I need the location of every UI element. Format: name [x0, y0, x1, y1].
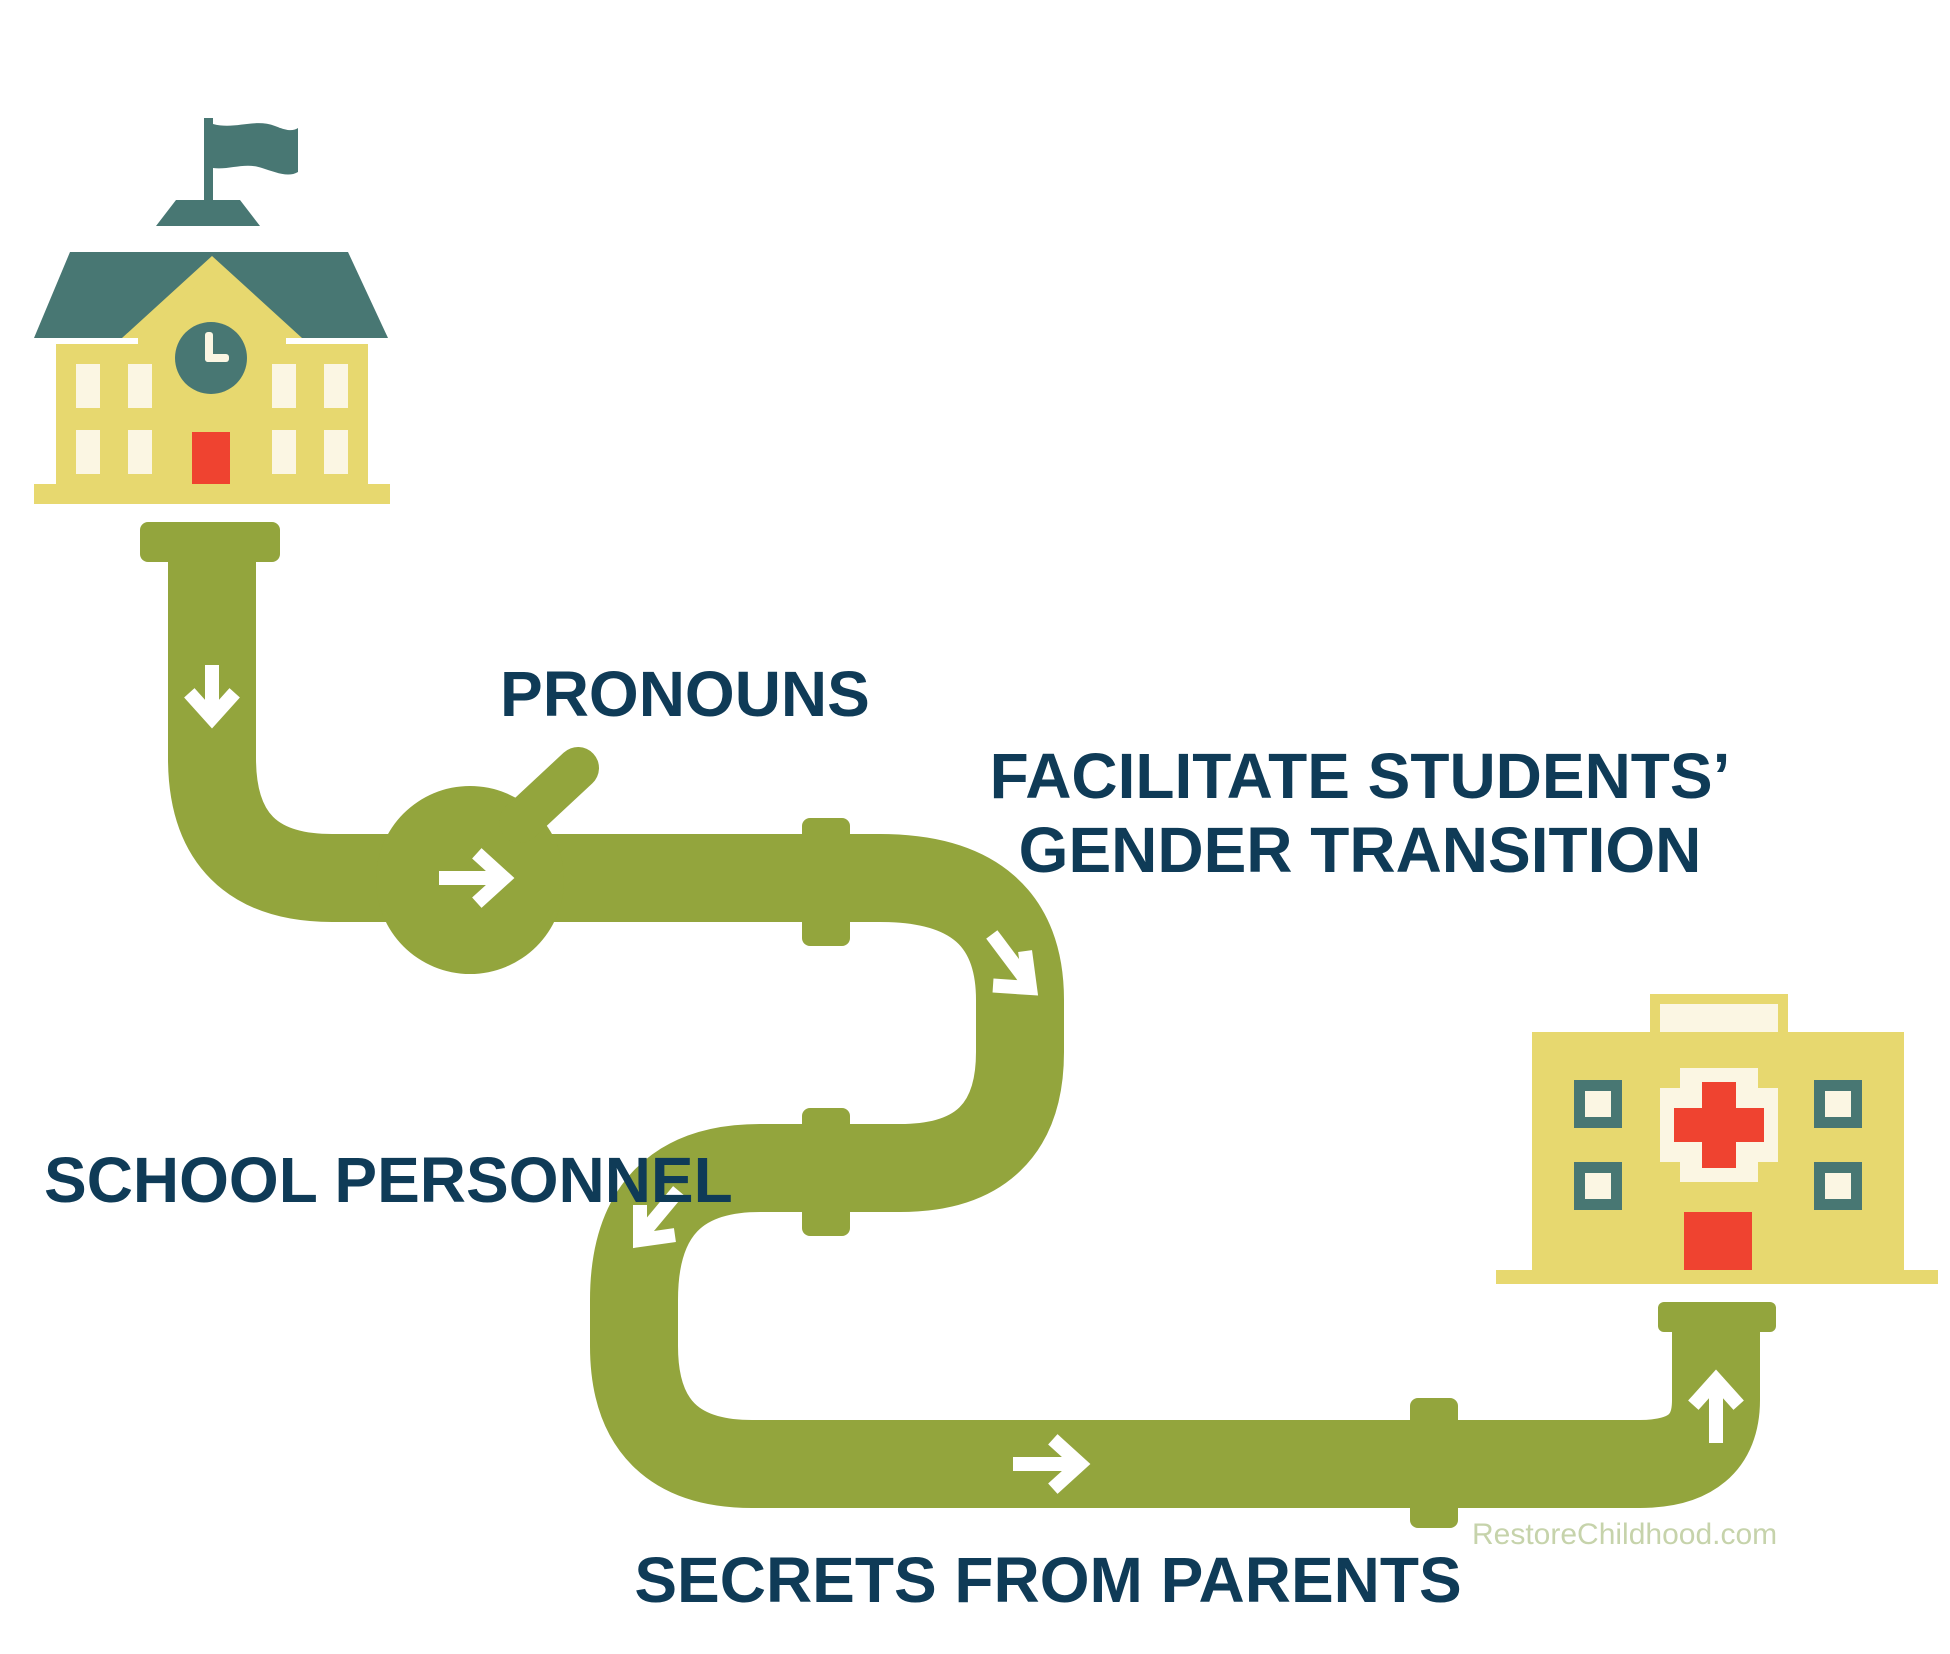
- school-windows: [76, 364, 348, 474]
- label-facilitate-line1: FACILITATE STUDENTS’: [990, 740, 1731, 812]
- flag-icon: [213, 123, 298, 175]
- clock-icon: [175, 322, 247, 394]
- label-pronouns: PRONOUNS: [500, 658, 870, 730]
- hospital-windows: [1574, 1080, 1862, 1210]
- arrow-right-icon: [439, 848, 515, 908]
- label-facilitate-line2: GENDER TRANSITION: [1019, 814, 1702, 886]
- arrow-up-icon: [1688, 1369, 1744, 1443]
- label-secrets-from-parents: SECRETS FROM PARENTS: [634, 1544, 1461, 1616]
- school-building-icon: [34, 118, 390, 504]
- medical-cross-icon: [1660, 1068, 1778, 1182]
- arrow-diagonal-icon: [986, 930, 1039, 996]
- school-base: [34, 484, 390, 504]
- arrow-icon: [184, 665, 1744, 1494]
- arrow-right-icon: [1013, 1434, 1091, 1494]
- hospital-base: [1496, 1270, 1938, 1284]
- hospital-door: [1684, 1212, 1752, 1270]
- hospital-building-icon: [1496, 994, 1938, 1284]
- pipeline-icon: [140, 522, 1776, 1528]
- arrow-diagonal-icon: [633, 1186, 684, 1249]
- arrow-down-icon: [184, 665, 240, 729]
- school-door: [192, 432, 230, 484]
- label-school-personnel: SCHOOL PERSONNEL: [44, 1144, 733, 1216]
- watermark: RestoreChildhood.com: [1472, 1518, 1777, 1551]
- flagpole: [204, 118, 213, 208]
